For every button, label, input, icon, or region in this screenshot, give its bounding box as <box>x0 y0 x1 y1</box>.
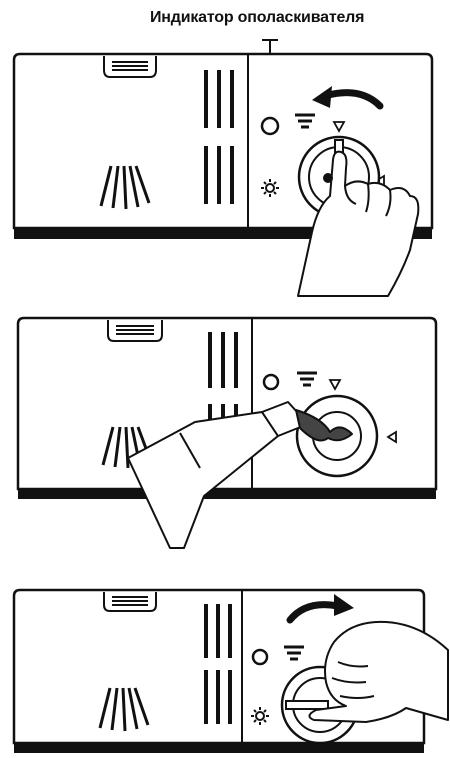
rinse-indicator-circle-icon <box>262 118 278 134</box>
lid-latch-icon <box>104 56 156 77</box>
step-3-panel <box>0 550 450 758</box>
step-1-panel <box>0 0 450 300</box>
lid-latch-icon <box>104 592 156 611</box>
step-2-panel <box>0 300 450 550</box>
rinse-indicator-circle-icon <box>264 375 278 389</box>
lid-latch-icon <box>108 320 162 341</box>
rinse-indicator-circle-icon <box>253 650 267 664</box>
